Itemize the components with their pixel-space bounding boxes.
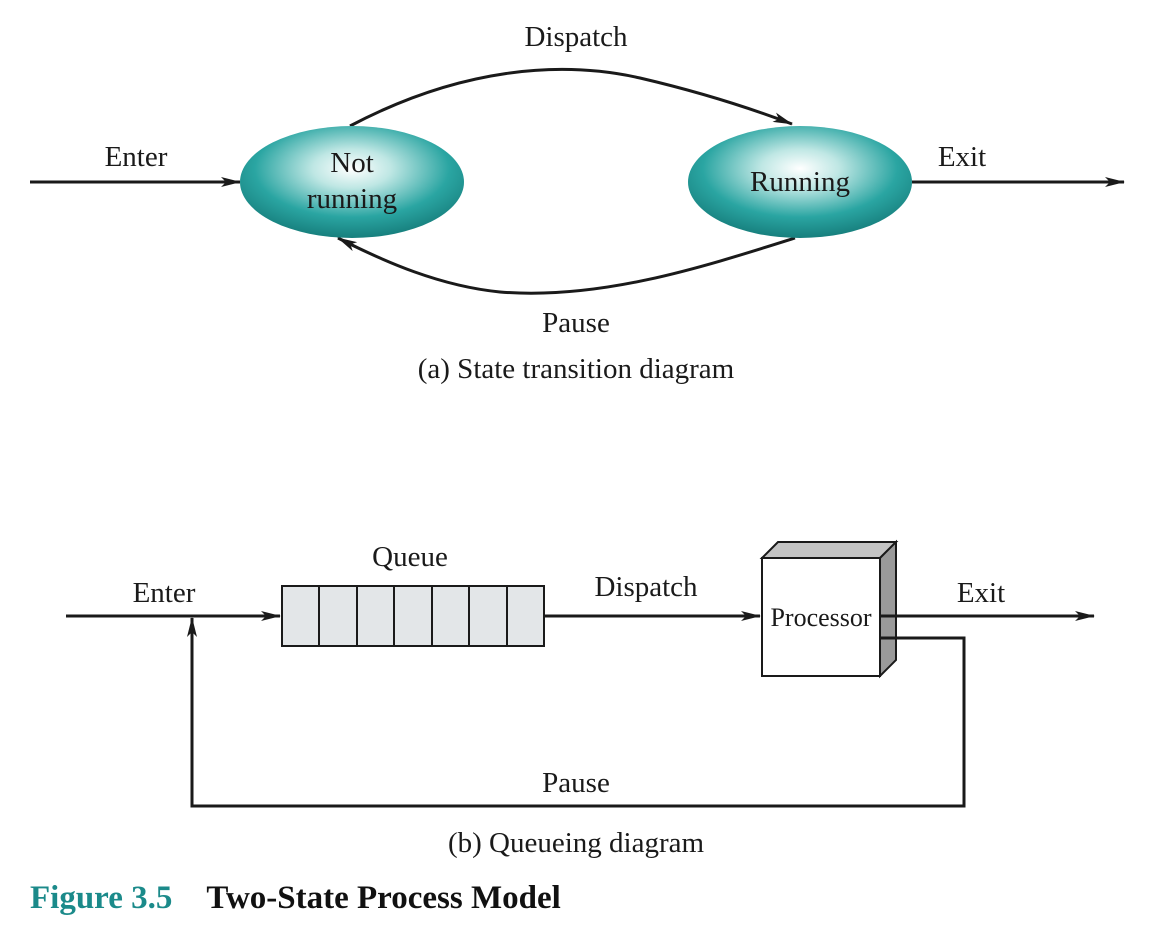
running-label: Running [750, 166, 850, 198]
processor-side-face [879, 539, 897, 679]
queueing-diagram: Enter Queue Dispatch Processor Exit Paus… [66, 539, 1095, 859]
processor-front-face [761, 557, 881, 677]
queue-enter-label: Enter [133, 577, 196, 609]
figure-title: Two-State Process Model [206, 880, 561, 916]
figure-number: Figure 3.5 [30, 880, 173, 916]
running-state [688, 126, 912, 238]
queue-diagram-caption: (b) Queueing diagram [448, 827, 705, 859]
processor-label: Processor [770, 603, 871, 632]
dispatch-label: Dispatch [524, 21, 628, 53]
queue-exit-label: Exit [957, 577, 1005, 609]
pause-feedback-loop [187, 617, 966, 808]
not-running-label-line1: Not [330, 147, 374, 179]
pause-label: Pause [542, 307, 610, 339]
not-running-label-line2: running [307, 183, 397, 215]
figure-caption: Figure 3.5 Two-State Process Model [30, 880, 561, 917]
queue-label: Queue [372, 541, 448, 573]
queue-slot-dividers [318, 586, 508, 646]
queue-dispatch-label: Dispatch [594, 571, 698, 603]
dispatch-arc [349, 68, 793, 128]
processor-box: Processor [759, 539, 899, 679]
state-transition-diagram: Enter Dispatch Pause Not running Running… [30, 21, 1125, 385]
not-running-state [240, 126, 464, 238]
pause-arc [337, 236, 796, 295]
processor-top-face [759, 541, 899, 559]
state-diagram-caption: (a) State transition diagram [418, 353, 735, 385]
queue-pause-label: Pause [542, 767, 610, 799]
queue-box [281, 585, 545, 647]
enter-label: Enter [105, 141, 168, 173]
exit-label: Exit [938, 141, 986, 173]
